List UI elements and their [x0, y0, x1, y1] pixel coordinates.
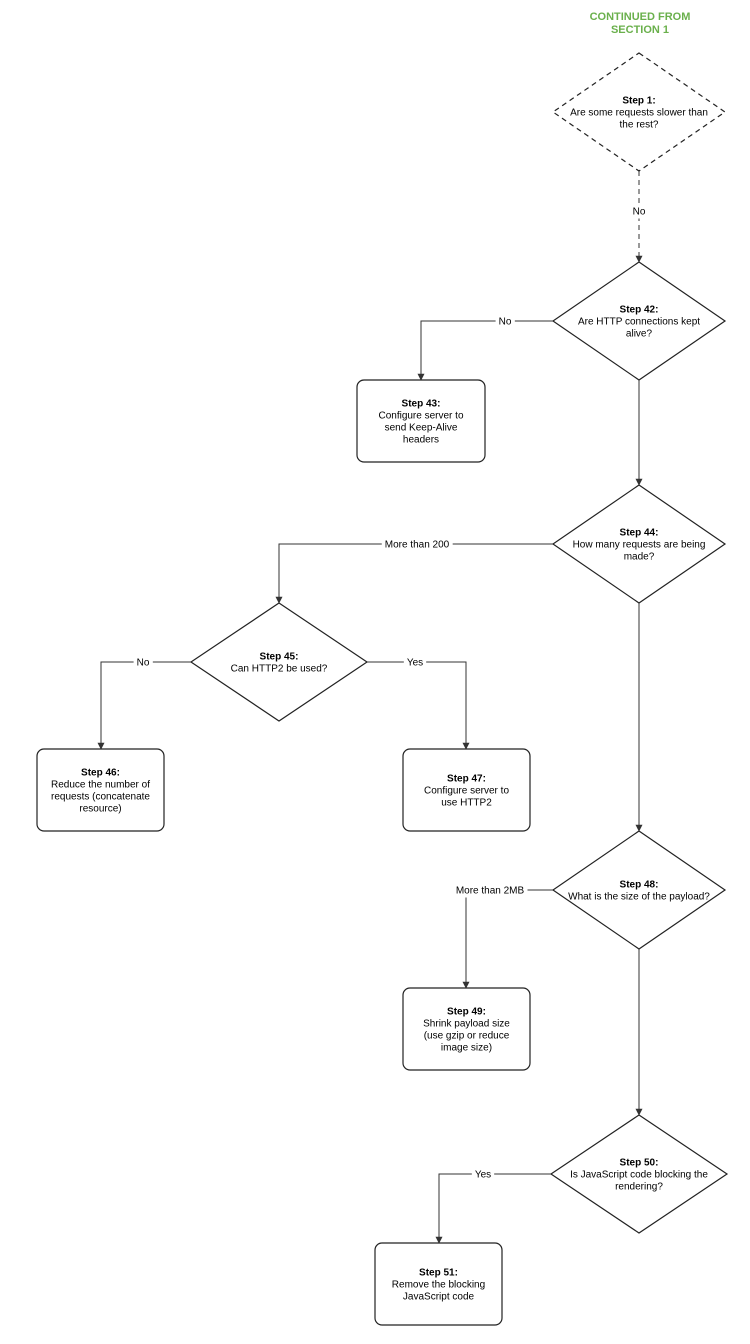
- step-text: JavaScript code: [403, 1292, 475, 1303]
- step-number: Step 44:: [620, 528, 659, 539]
- step-text: send Keep-Alive: [385, 423, 458, 434]
- connector-label-bg: [629, 205, 649, 219]
- step-number: Step 47:: [447, 774, 486, 785]
- connector-label-bg: [381, 538, 453, 552]
- step-text: image size): [441, 1043, 492, 1054]
- connector-label-bg: [403, 656, 427, 670]
- step-text: How many requests are being: [573, 540, 706, 551]
- step-text: Configure server to: [378, 411, 463, 422]
- decision-s1: Step 1:Are some requests slower thanthe …: [551, 52, 727, 172]
- connector-label-bg: [471, 1168, 495, 1182]
- decision-shape: [551, 261, 727, 381]
- decision-shape: [549, 1114, 729, 1234]
- connector-label: No: [633, 207, 646, 218]
- connector-label-bg: [452, 884, 528, 898]
- step-text: Is JavaScript code blocking the: [570, 1170, 708, 1181]
- connector-s44-s45: [275, 543, 553, 604]
- connector-label: Yes: [475, 1170, 491, 1181]
- step-number: Step 45:: [260, 652, 299, 663]
- decision-shape: [551, 484, 727, 604]
- connector-s48-s49: [462, 889, 553, 989]
- heading-line: SECTION 1: [611, 24, 669, 36]
- step-text: What is the size of the payload?: [568, 892, 710, 903]
- step-text: (use gzip or reduce: [424, 1031, 510, 1042]
- step-text: the rest?: [620, 120, 659, 131]
- step-text: made?: [624, 552, 655, 563]
- step-text: Remove the blocking: [392, 1280, 485, 1291]
- step-text: rendering?: [615, 1182, 663, 1193]
- step-number: Step 46:: [81, 768, 120, 779]
- step-text: use HTTP2: [441, 798, 492, 809]
- process-shape: [402, 987, 531, 1071]
- step-text: Configure server to: [424, 786, 509, 797]
- step-text: resource): [79, 804, 121, 815]
- connector-label: No: [499, 317, 512, 328]
- step-number: Step 1:: [622, 96, 655, 107]
- process-shape: [402, 748, 531, 832]
- decision-s45: Step 45:Can HTTP2 be used?: [189, 602, 369, 722]
- process-shape: [36, 748, 165, 832]
- step-number: Step 48:: [620, 880, 659, 891]
- step-text: Reduce the number of: [51, 780, 150, 791]
- decision-shape: [189, 602, 369, 722]
- step-number: Step 51:: [419, 1268, 458, 1279]
- step-text: Can HTTP2 be used?: [231, 664, 328, 675]
- step-text: requests (concatenate: [51, 792, 150, 803]
- step-text: Are some requests slower than: [570, 108, 708, 119]
- step-number: Step 42:: [620, 305, 659, 316]
- step-text: alive?: [626, 329, 653, 340]
- step-number: Step 50:: [620, 1158, 659, 1169]
- connector-label: More than 2MB: [456, 886, 525, 897]
- connector-label-bg: [133, 656, 153, 670]
- decision-s48: Step 48:What is the size of the payload?: [551, 830, 727, 950]
- decision-shape: [551, 830, 727, 950]
- connector-label: Yes: [407, 658, 423, 669]
- step-text: Shrink payload size: [423, 1019, 510, 1030]
- connector-s45-s46: [97, 661, 191, 750]
- decision-shape: [551, 52, 727, 172]
- connector-label: No: [137, 658, 150, 669]
- connector-s50-s51: [435, 1173, 551, 1244]
- step-number: Step 43:: [402, 399, 441, 410]
- step-text: headers: [403, 435, 439, 446]
- connector-s45-s47: [367, 661, 470, 750]
- heading-line: CONTINUED FROM: [590, 11, 691, 23]
- step-text: Are HTTP connections kept: [578, 317, 700, 328]
- connector-s42-s43: [417, 320, 553, 381]
- step-number: Step 49:: [447, 1007, 486, 1018]
- process-s49: Step 49:Shrink payload size(use gzip or …: [402, 987, 531, 1071]
- connector-label: More than 200: [385, 540, 450, 551]
- connector-label-bg: [495, 315, 515, 329]
- process-shape: [374, 1242, 503, 1326]
- process-shape: [356, 379, 486, 463]
- decision-s50: Step 50:Is JavaScript code blocking ther…: [549, 1114, 729, 1234]
